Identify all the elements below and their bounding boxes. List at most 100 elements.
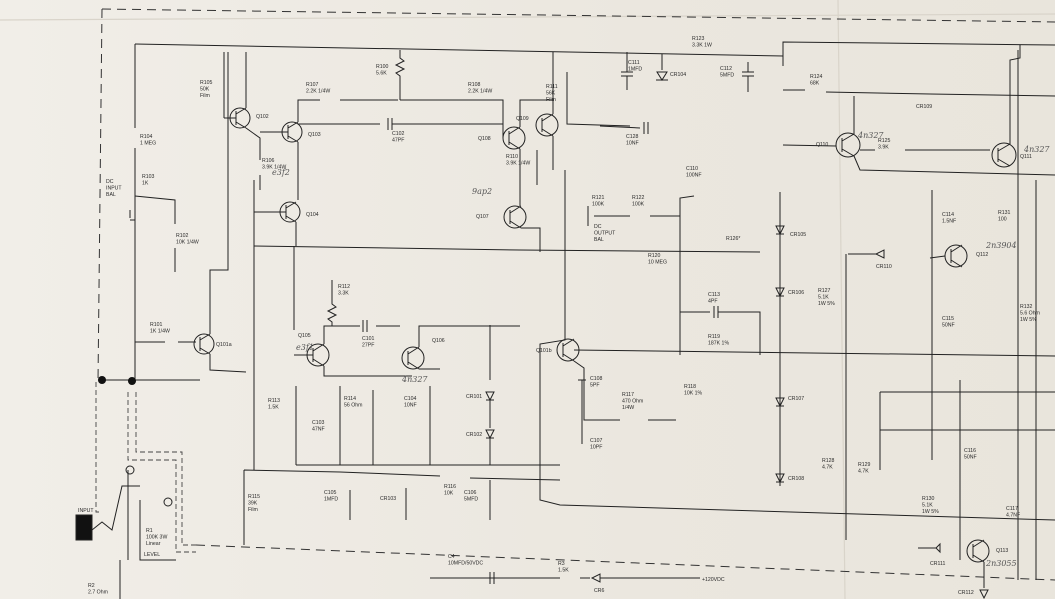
component-label-line: C128 — [626, 134, 639, 140]
handwritten-note: 4n327 — [857, 131, 884, 140]
component-label-line: 3.9K — [878, 145, 889, 151]
component-label-line: DC — [594, 224, 602, 230]
component-label-line: R132 — [1020, 304, 1033, 310]
component-label-line: Q101b — [536, 348, 552, 354]
component-label-line: R3 — [558, 561, 565, 567]
component-label-line: CR109 — [916, 104, 932, 110]
component-label-q104: Q104 — [306, 212, 319, 218]
module-boundary — [101, 8, 1055, 23]
component-label-line: 47NF — [312, 427, 325, 433]
component-label-line: Linear — [146, 541, 161, 547]
component-label-line: 3.9K 1/4W — [262, 165, 286, 171]
component-label-line: 5MFD — [720, 73, 734, 79]
component-label-line: BAL — [106, 192, 116, 198]
component-label-line: R104 — [140, 134, 153, 140]
component-label-line: 187K 1% — [708, 341, 729, 347]
component-label-line: C102 — [392, 131, 405, 137]
component-label-line: 100 — [998, 217, 1007, 223]
component-label-line: C4 — [448, 554, 455, 560]
component-label-line: R113 — [268, 398, 280, 404]
component-label-line: +120VDC — [702, 577, 725, 583]
component-label-line: DC — [106, 179, 114, 185]
component-label-line: 1K — [142, 181, 149, 187]
component-label-line: R101 — [150, 322, 163, 328]
component-label-line: 1.5K — [558, 568, 569, 574]
component-label-line: C116 — [964, 448, 976, 454]
component-label-line: R108 — [468, 82, 481, 88]
component-label-line: 1.5NF — [942, 219, 956, 225]
component-label-line: R128 — [822, 458, 835, 464]
component-label-line: Q108 — [478, 136, 491, 142]
component-label-line: 100K 3W — [146, 535, 167, 541]
component-label-line: R103 — [142, 174, 155, 180]
component-label-line: C114 — [942, 212, 954, 218]
component-label-line: R1 — [146, 528, 153, 534]
component-label-line: R118 — [684, 384, 696, 390]
component-label-line: C107 — [590, 438, 603, 444]
component-label-line: 10 MEG — [648, 260, 667, 266]
component-label-r3: R31.5K — [558, 561, 569, 574]
component-label-line: R123 — [692, 36, 705, 42]
component-label-line: 4.7K — [822, 465, 833, 471]
component-label-line: 5.1K — [922, 503, 933, 509]
component-label-line: 4PF — [708, 299, 718, 305]
component-label-q106: Q106 — [432, 338, 445, 344]
component-label-line: R115 — [248, 494, 260, 500]
component-label-input: INPUT — [78, 508, 94, 514]
component-label-line: Q103 — [308, 132, 321, 138]
component-label-cr111: CR111 — [930, 561, 945, 567]
component-label-line: 47PF — [392, 138, 404, 144]
component-label-line: Q104 — [306, 212, 319, 218]
component-label-line: Film — [200, 93, 210, 99]
component-label-line: 39K — [248, 501, 258, 507]
component-label-line: Q110 — [816, 142, 828, 148]
handwritten-note: e3f2 — [272, 168, 290, 177]
component-label-line: R100 — [376, 64, 389, 70]
component-label-line: BAL — [594, 237, 604, 243]
component-label-q101a: Q101a — [216, 342, 232, 348]
component-label-line: R105 — [200, 80, 213, 86]
component-label-line: 10K 1/4W — [176, 240, 199, 246]
component-label-line: 10NF — [404, 403, 417, 409]
component-label-line: R126* — [726, 236, 740, 242]
component-label-line: 470 Ohm — [622, 399, 643, 405]
component-label-line: R107 — [306, 82, 319, 88]
component-label-cr110: CR110 — [876, 264, 892, 270]
component-label-line: C117 — [1006, 506, 1018, 512]
component-label-q111: Q111 — [1020, 154, 1032, 160]
component-label-line: CR102 — [466, 432, 482, 438]
component-label-q105: Q105 — [298, 333, 311, 339]
component-label-line: 3.3K — [338, 291, 349, 297]
module-boundary-bottom — [195, 544, 1055, 581]
component-label-line: 1W 5% — [818, 301, 835, 307]
component-label-line: 100NF — [686, 173, 702, 179]
component-label-line: R110 — [506, 154, 518, 160]
component-label-line: 3.9K 1/4W — [506, 161, 530, 167]
component-label-line: 10PF — [590, 445, 602, 451]
component-label-line: Q113 — [996, 548, 1008, 554]
component-label-line: Film — [546, 97, 556, 103]
component-label-line: Q102 — [256, 114, 269, 120]
component-label-level: LEVEL — [144, 552, 160, 558]
component-label-line: 56 Ohm — [344, 403, 362, 409]
component-label-line: R106 — [262, 158, 275, 164]
